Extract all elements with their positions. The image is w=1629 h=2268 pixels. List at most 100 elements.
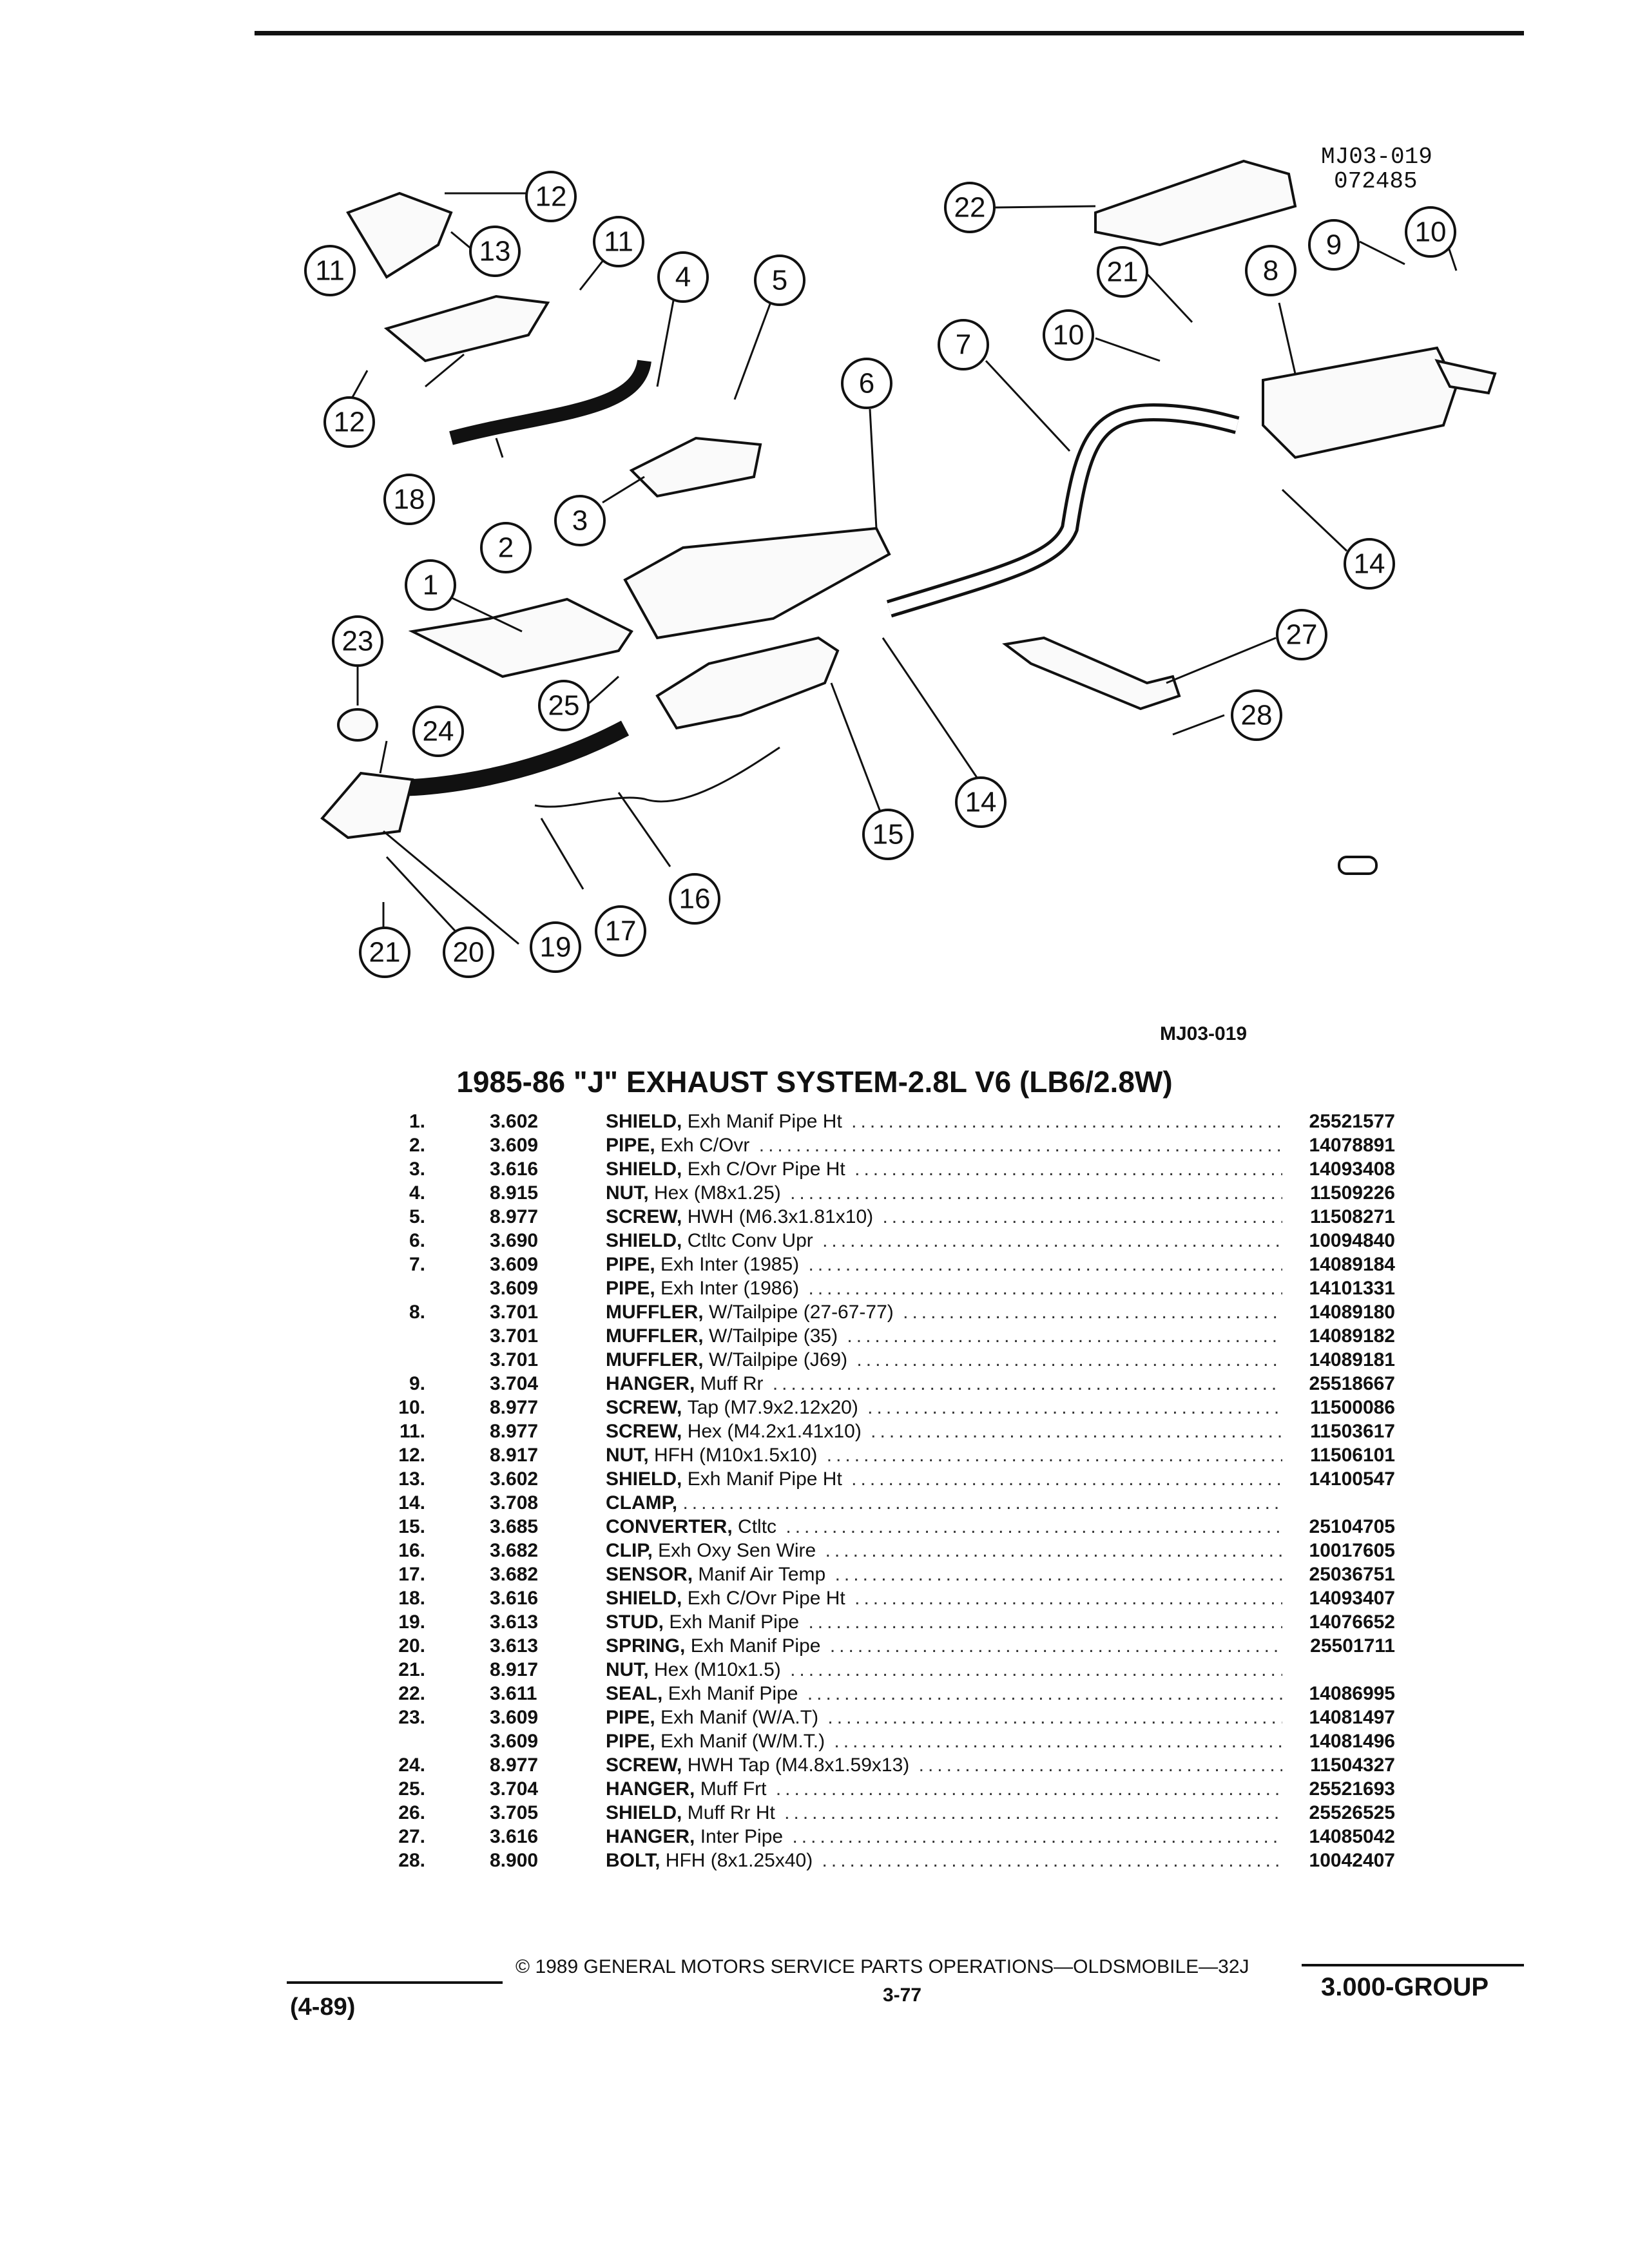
item-number: 24. [398,1754,425,1776]
item-number: 3. [409,1158,425,1180]
part-description: SHIELD, Exh C/Ovr Pipe Ht ..............… [606,1588,1282,1609]
part-name: SHIELD, [606,1802,682,1823]
group-number: 8.917 [490,1445,539,1466]
part-number: 11506101 [1310,1445,1395,1466]
part-detail: Muff Frt [700,1778,767,1800]
part-number: 25501711 [1310,1635,1395,1657]
group-number: 3.613 [490,1611,539,1633]
part-number: 11503617 [1310,1421,1395,1442]
part-description: PIPE, Exh Inter (1986) .................… [606,1278,1282,1299]
svg-text:8: 8 [1263,255,1278,287]
svg-text:25: 25 [548,690,580,722]
part-description: PIPE, Exh C/Ovr ........................… [606,1135,1282,1156]
part-detail: HFH (M10x1.5x10) [654,1445,818,1466]
part-description: SPRING, Exh Manif Pipe .................… [606,1635,1282,1657]
intermediate-pipe [886,403,1240,618]
callout-14: 14 [955,776,1007,828]
part-detail: Exh Manif Pipe Ht [687,1468,842,1490]
callout-13: 13 [469,226,521,277]
callout-11-right: 11 [593,216,644,267]
item-number: 18. [398,1588,425,1609]
part-name: SHIELD, [606,1468,682,1490]
group-number: 3.701 [490,1349,539,1370]
part-name: NUT, [606,1182,649,1204]
part-number: 14100547 [1309,1468,1395,1490]
svg-text:5: 5 [772,265,787,296]
svg-text:11: 11 [604,226,633,258]
part-detail: Manif Air Temp [698,1564,826,1585]
item-number: 14. [398,1492,425,1514]
item-number: 5. [409,1206,425,1227]
item-number: 8. [409,1302,425,1323]
part-name: HANGER, [606,1778,695,1800]
part-detail: Exh Oxy Sen Wire [658,1540,816,1561]
part-detail: Exh Inter (1985) [660,1254,800,1275]
part-detail: Exh Manif (W/M.T.) [660,1731,825,1752]
footer-group: 3.000-GROUP [1321,1973,1489,2001]
group-number: 8.915 [490,1182,539,1204]
item-number: 7. [409,1254,425,1275]
part-detail: Ctltc [738,1516,777,1537]
part-description: STUD, Exh Manif Pipe ...................… [606,1611,1282,1633]
diagram-code-block: MJ03-019 072485 [1321,145,1432,194]
manifold-pipe-shield-13 [346,191,453,279]
part-name: PIPE, [606,1135,655,1156]
svg-text:23: 23 [342,626,374,657]
part-number: 14085042 [1309,1826,1395,1847]
part-number: 14089181 [1309,1349,1395,1370]
part-number: 11500086 [1310,1397,1395,1418]
callout-28: 28 [1231,689,1282,741]
part-description: NUT, HFH (M10x1.5x10) ..................… [606,1445,1282,1466]
item-number: 26. [398,1802,425,1823]
footer-page-number: 3-77 [883,1984,922,2006]
part-name: SCREW, [606,1421,682,1442]
part-name: PIPE, [606,1254,655,1275]
item-number: 19. [398,1611,425,1633]
svg-text:14: 14 [965,787,997,818]
svg-text:21: 21 [1107,256,1139,288]
svg-text:21: 21 [369,937,401,968]
svg-text:11: 11 [315,255,345,287]
part-name: PIPE, [606,1731,655,1752]
part-number: 14081496 [1309,1731,1395,1752]
part-name: SHIELD, [606,1588,682,1609]
part-detail: W/Tailpipe (27-67-77) [708,1302,894,1323]
item-number: 21. [398,1659,425,1680]
part-number: 10094840 [1309,1230,1395,1251]
part-number: 25521577 [1309,1111,1395,1132]
part-description: MUFFLER, W/Tailpipe (27-67-77) .........… [606,1302,1282,1323]
svg-text:15: 15 [872,819,904,850]
part-name: SCREW, [606,1397,682,1418]
part-name: SCREW, [606,1206,682,1227]
part-description: CONVERTER, Ctltc .......................… [606,1516,1282,1537]
svg-text:2: 2 [498,532,514,564]
list-item: 19. 3.613 STUD, Exh Manif Pipe ...........… [387,1611,1456,1635]
part-description: NUT, Hex (M10x1.5) .....................… [606,1659,1282,1680]
svg-text:28: 28 [1241,700,1273,731]
part-number: 10042407 [1309,1850,1395,1871]
callout-18: 18 [383,474,435,525]
part-detail: Exh Manif Pipe [690,1635,821,1657]
part-name: CLAMP, [606,1492,678,1514]
part-number: 25526525 [1309,1802,1395,1823]
part-detail: W/Tailpipe (35) [708,1325,838,1347]
part-description: SHIELD, Ctltc Conv Upr .................… [606,1230,1282,1251]
group-number: 8.977 [490,1206,539,1227]
part-name: PIPE, [606,1278,655,1299]
callout-7: 7 [938,319,989,370]
callout-26: 22 [944,182,996,233]
part-detail: Hex (M4.2x1.41x10) [687,1421,862,1442]
item-number: 15. [398,1516,425,1537]
part-description: SENSOR, Manif Air Temp .................… [606,1564,1282,1585]
part-number: 14093408 [1309,1158,1395,1180]
group-number: 3.616 [490,1158,539,1180]
